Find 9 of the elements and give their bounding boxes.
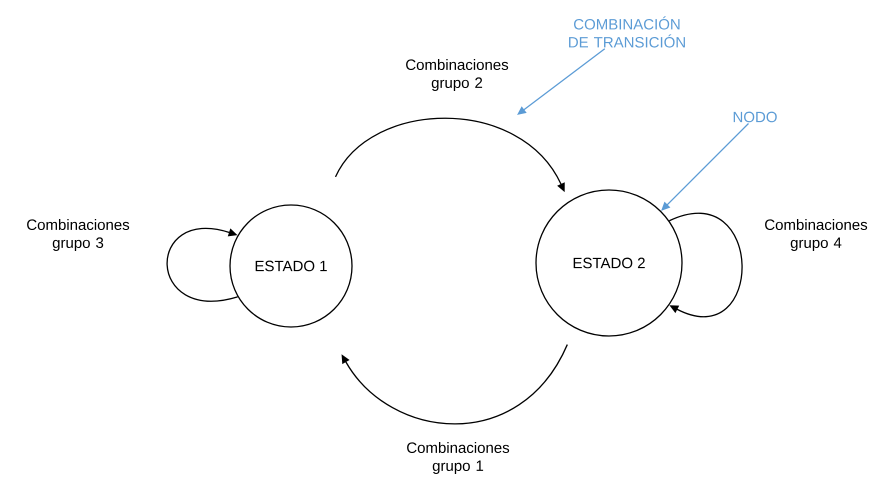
edge-label: Combinaciones grupo 1: [407, 442, 510, 474]
loop-arrow: [669, 213, 743, 317]
edge-label: Combinaciones grupo 4: [765, 219, 868, 251]
loop-arrow: [166, 228, 238, 302]
edge-label: Combinaciones grupo 3: [27, 219, 130, 251]
edge-label: Combinaciones grupo 2: [406, 59, 508, 91]
callout-text: COMBINACIÓN DE TRANSICIÓN: [569, 16, 685, 48]
arrow: [342, 344, 568, 425]
callout-text: NODO: [734, 112, 777, 122]
